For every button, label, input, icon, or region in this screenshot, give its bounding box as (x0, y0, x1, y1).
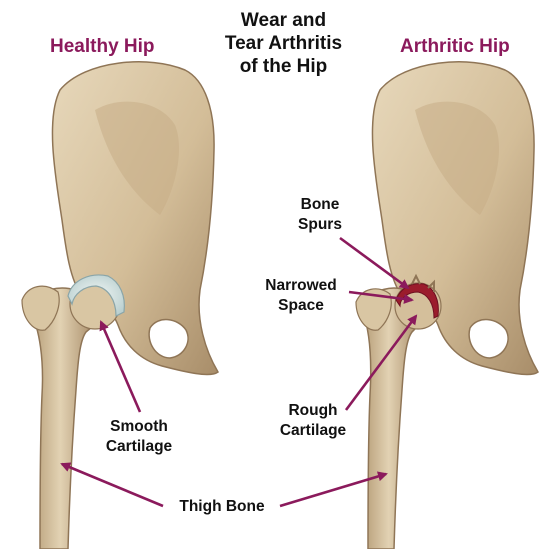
label-narrowed-space-line2: Space (252, 297, 350, 316)
label-smooth-cartilage-line1: Smooth (94, 418, 184, 437)
healthy-hip-illustration (22, 62, 218, 549)
label-thigh-bone: Thigh Bone (166, 498, 278, 517)
healthy-hip-heading: Healthy Hip (50, 36, 170, 59)
label-rough-cartilage-line1: Rough (268, 402, 358, 421)
title-line-3: of the Hip (196, 56, 371, 78)
arrow-thigh-bone-left (62, 464, 163, 506)
title-line-1: Wear and (196, 10, 371, 32)
label-narrowed-space-line1: Narrowed (252, 277, 350, 296)
title-line-2: Tear Arthritis (196, 33, 371, 55)
label-bone-spurs-line1: Bone (280, 196, 360, 215)
label-rough-cartilage-line2: Cartilage (268, 422, 358, 441)
label-smooth-cartilage-line2: Cartilage (94, 438, 184, 457)
arthritic-hip-heading: Arthritic Hip (400, 36, 530, 59)
label-bone-spurs-line2: Spurs (280, 216, 360, 235)
